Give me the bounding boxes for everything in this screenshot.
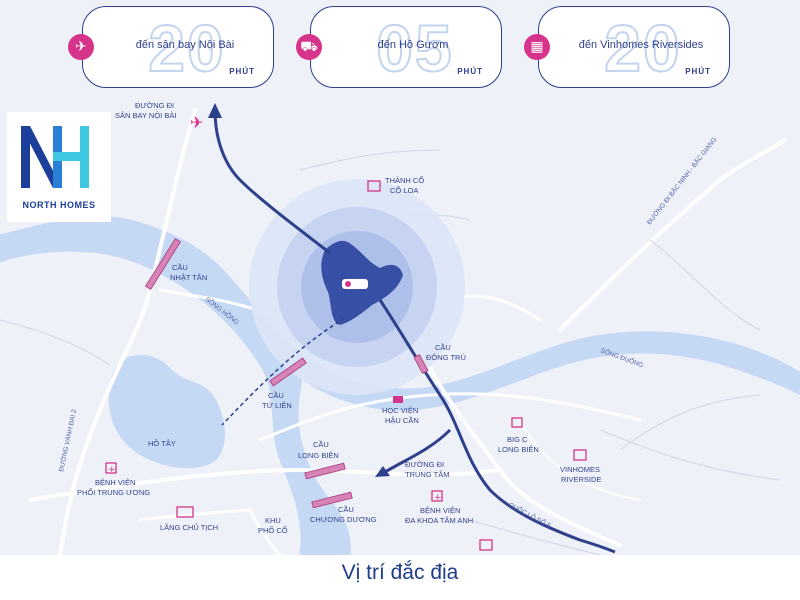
vinhomes-icon [573, 449, 587, 461]
river-east-branch [280, 331, 800, 411]
route-arrow-center [375, 466, 390, 477]
project-marker-dot [345, 281, 351, 287]
label-lang-chu-tich: LĂNG CHỦ TỊCH [160, 523, 218, 532]
svg-text:+: + [108, 465, 116, 475]
label-duong-di-noi-bai-2: SÂN BAY NỘI BÀI [115, 111, 176, 120]
card-number: 20 [603, 10, 682, 86]
citadel-icon [367, 180, 381, 192]
label-cau-nhat-tan-2: NHẬT TÂN [170, 273, 207, 282]
label-cau-long-bien-2: LONG BIÊN [298, 451, 339, 460]
poi-icons: ✈ + + [105, 113, 587, 551]
building-icon: ▦ [524, 34, 550, 60]
location-map: ✈ + + ĐƯỜNG ĐI SÂN BAY NỘI BÀI THÀNH CỔ … [0, 0, 800, 555]
bridges [144, 237, 429, 509]
label-hoc-vien-1: HỌC VIỆN [382, 406, 418, 415]
pagoda-icon [479, 539, 493, 551]
card-number: 20 [147, 10, 226, 86]
card-text: đến Hồ Gươm [377, 39, 449, 51]
label-duong-di-trung-tam-2: TRUNG TÂM [405, 470, 449, 479]
card-unit: PHÚT [229, 67, 255, 76]
caption: Vị trí đắc địa [341, 561, 459, 584]
dashed-route [221, 317, 346, 426]
label-cau-nhat-tan-1: CẦU [172, 262, 188, 272]
label-ho-tay: HỒ TÂY [148, 438, 176, 448]
label-cau-chuong-duong-2: CHƯƠNG DƯƠNG [310, 515, 377, 524]
label-khu-pho-co-1: KHU [265, 516, 281, 525]
mausoleum-icon [176, 506, 194, 518]
label-khu-pho-co-2: PHỐ CỔ [258, 525, 288, 535]
card-ho-guom: ⛟ 05 đến Hồ Gươm PHÚT [296, 6, 502, 88]
hospital-phoi-icon [105, 462, 117, 474]
label-hoc-vien-2: HẬU CẦN [385, 415, 419, 425]
north-homes-logo: NORTH HOMES [7, 112, 111, 222]
label-bv-phoi-2: PHỔI TRUNG ƯƠNG [77, 488, 150, 497]
label-vinhomes-2: RIVERSIDE [561, 475, 601, 484]
label-cau-tu-lien-2: TỨ LIÊN [262, 401, 292, 410]
airplane-icon: ✈ [68, 34, 94, 60]
svg-text:+: + [434, 493, 442, 503]
card-text: đến Vinhomes Riversides [578, 39, 704, 51]
label-bv-tam-anh-2: ĐA KHOA TÂM ANH [405, 516, 473, 525]
car-icon: ⛟ [296, 34, 322, 60]
card-noi-bai: ✈ 20 đến sân bay Nội Bài PHÚT [68, 6, 274, 88]
label-duong-di-trung-tam-1: ĐƯỜNG ĐI [405, 460, 444, 469]
logo-mark-icon [21, 126, 89, 188]
card-number: 05 [375, 10, 454, 86]
label-cau-tu-lien-1: CẦU [268, 390, 284, 400]
label-thanh-co-2: CỔ LOA [390, 186, 418, 195]
label-cau-dong-tru-1: CẦU [435, 342, 451, 352]
ho-tay-lake [108, 354, 226, 469]
label-cau-chuong-duong-1: CẦU [338, 504, 354, 514]
card-unit: PHÚT [457, 67, 483, 76]
academy-icon [393, 396, 403, 403]
label-bv-phoi-1: BỆNH VIỆN [95, 478, 135, 487]
hospital-tam-anh-icon [431, 490, 443, 502]
label-big-c-1: BIG C [507, 435, 528, 444]
label-bv-tam-anh-1: BỆNH VIỆN [420, 506, 460, 515]
red-river [0, 216, 351, 555]
airplane-marker-icon: ✈ [190, 113, 203, 132]
label-big-c-2: LONG BIÊN [498, 445, 539, 454]
label-duong-di-noi-bai-1: ĐƯỜNG ĐI [135, 101, 174, 110]
label-cau-long-bien-1: CẦU [313, 439, 329, 449]
card-vinhomes: ▦ 20 đến Vinhomes Riversides PHÚT [524, 6, 730, 88]
shopping-cart-icon [511, 417, 523, 428]
label-thanh-co-1: THÀNH CỔ [385, 176, 424, 185]
route-arrow-north [208, 103, 222, 118]
label-cau-dong-tru-2: ĐÔNG TRÙ [426, 353, 466, 362]
card-text: đến sân bay Nội Bài [135, 39, 235, 51]
logo-text: NORTH HOMES [22, 200, 96, 210]
card-unit: PHÚT [685, 67, 711, 76]
label-vinhomes-1: VINHOMES [560, 465, 600, 474]
